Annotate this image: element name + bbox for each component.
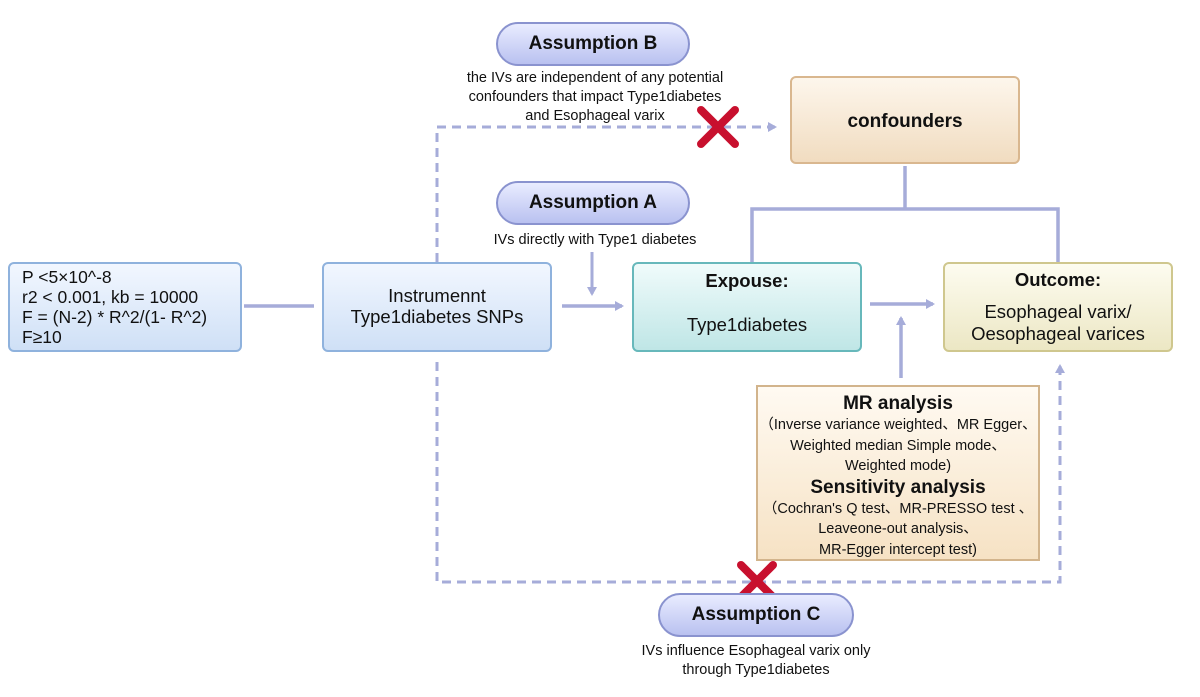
- mr-method-line: （Inverse variance weighted、MR Egger、: [759, 417, 1037, 433]
- sensitivity-method-line: Leaveone-out analysis、: [818, 521, 978, 537]
- confounder-branches: [750, 207, 1060, 262]
- outcome-line: Oesophageal varices: [971, 323, 1145, 344]
- outcome-line: Esophageal varix/: [984, 301, 1132, 322]
- assumption-c-pill: Assumption C: [658, 593, 854, 637]
- mr-method-line: Weighted median Simple mode、: [790, 437, 1006, 454]
- criteria-line: F≥10: [22, 327, 62, 347]
- assumption-c-line: through Type1diabetes: [682, 662, 830, 678]
- assumption-b-line: confounders that impact Type1diabetes: [468, 89, 722, 105]
- mr-method-line: Weighted mode): [844, 458, 952, 474]
- exposure-value: Type1diabetes: [686, 314, 808, 335]
- ivs-to-outcome-dashed: [435, 362, 1065, 584]
- assumption-b-line: the IVs are independent of any potential: [466, 70, 724, 86]
- exposure-box: Expouse: Type1diabetes: [632, 262, 862, 352]
- exposure-title: Expouse:: [705, 270, 789, 291]
- sensitivity-analysis-title: Sensitivity analysis: [810, 476, 986, 498]
- outcome-box: Outcome: Esophageal varix/ Oesophageal v…: [943, 262, 1173, 352]
- instrument-line: Instrumennt: [388, 285, 486, 306]
- assumption-a-text: IVs directly with Type1 diabetes: [493, 232, 697, 248]
- mr-analysis-title: MR analysis: [843, 393, 953, 414]
- sensitivity-method-line: （Cochran's Q test、MR-PRESSO test 、: [762, 500, 1034, 517]
- criteria-line: r2 < 0.001, kb = 10000: [22, 287, 199, 307]
- cross-mark-icon: [697, 106, 739, 148]
- mr-analysis-box: MR analysis （Inverse variance weighted、M…: [756, 385, 1040, 561]
- assumption-c-line: IVs influence Esophageal varix only: [641, 643, 871, 659]
- outcome-title: Outcome:: [1014, 269, 1102, 290]
- assumption-a-pill: Assumption A: [496, 181, 690, 225]
- ivs-to-confounders-dashed: [435, 122, 777, 262]
- assumption-b-text: the IVs are independent of any potential…: [430, 69, 760, 126]
- cross-mark-icon: [737, 561, 777, 601]
- iv-selection-criteria-box: P <5×10^-8 r2 < 0.001, kb = 10000 F = (N…: [8, 262, 242, 352]
- assumption-b-pill: Assumption B: [496, 22, 690, 66]
- sensitivity-method-line: MR-Egger intercept test): [819, 541, 977, 558]
- assumption-c-text: IVs influence Esophageal varix only thro…: [606, 642, 906, 680]
- criteria-line: F = (N-2) * R^2/(1- R^2): [22, 307, 208, 327]
- confounders-box: confounders: [790, 76, 1020, 164]
- instrument-box: Instrumennt Type1diabetes SNPs: [322, 262, 552, 352]
- criteria-line: P <5×10^-8: [22, 267, 112, 287]
- instrument-line: Type1diabetes SNPs: [350, 306, 524, 327]
- assumption-b-line: and Esophageal varix: [525, 108, 665, 124]
